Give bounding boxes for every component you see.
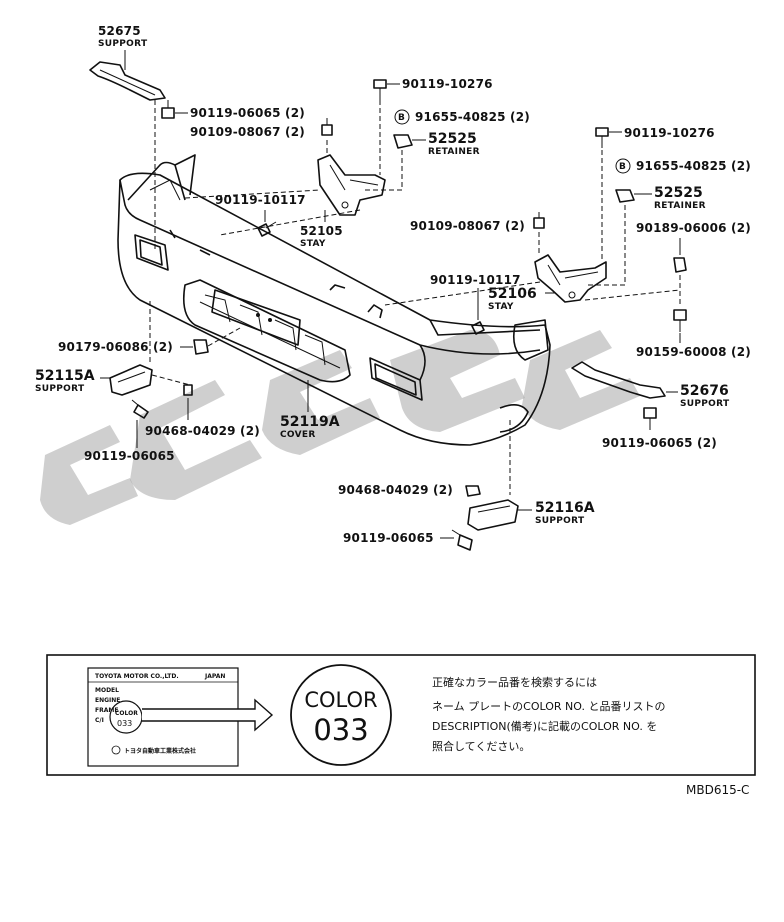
- note-line-1: 正確なカラー品番を検索するには: [432, 675, 597, 689]
- bolt-90119-10117-b: [471, 321, 485, 335]
- nameplate-field-model: MODEL: [95, 687, 119, 694]
- label-90119-06065-bottom: 90119-06065: [343, 531, 434, 545]
- figure-code: MBD615-C: [686, 783, 749, 797]
- label-90468-04029-left: 90468-04029 (2): [145, 424, 260, 438]
- bolt-90119-06065-left: [131, 399, 149, 419]
- retainer-52525-a: [393, 134, 413, 149]
- label-90159-60008: 90159-60008 (2): [636, 345, 751, 359]
- label-90109-08067-top: 90109-08067 (2): [190, 125, 305, 139]
- toyota-logo-icon: [111, 745, 121, 755]
- bolt-marker-b-b: [615, 158, 631, 174]
- bolt-90119-06065-bottom: [451, 529, 473, 551]
- nameplate-field-ci: C/I: [95, 717, 104, 724]
- stay-52106: [534, 254, 607, 303]
- bolt-90119-06065-top: [161, 100, 175, 119]
- label-52105: 52105: [300, 224, 343, 238]
- nameplate-country: JAPAN: [204, 673, 225, 680]
- arrow-icon: [142, 698, 274, 732]
- label-52119A-name: COVER: [280, 430, 316, 440]
- label-52675: 52675: [98, 24, 141, 38]
- bolt-marker-b-a-text: B: [398, 113, 405, 123]
- bolt-90119-06065-right: [643, 407, 657, 430]
- color-badge-label: COLOR: [304, 688, 377, 712]
- label-90119-10117-b: 90119-10117: [430, 273, 521, 287]
- label-90119-06065-right: 90119-06065 (2): [602, 436, 717, 450]
- nameplate-color-circle: [109, 700, 143, 734]
- stay-52105: [317, 154, 386, 216]
- nameplate-maker: TOYOTA MOTOR CO.,LTD.: [95, 673, 179, 680]
- support-52675: [89, 61, 166, 101]
- color-note-box: [46, 654, 756, 776]
- label-90119-06065-left: 90119-06065: [84, 449, 175, 463]
- bolt-90119-10276-a: [373, 79, 387, 100]
- label-52525-a-name: RETAINER: [428, 147, 480, 157]
- name-plate: TOYOTA MOTOR CO.,LTD. JAPAN MODEL ENGINE…: [87, 667, 239, 767]
- label-52106: 52106: [488, 286, 537, 302]
- label-52525-b-name: RETAINER: [654, 201, 706, 211]
- color-badge-code: 033: [313, 713, 368, 747]
- clip-90468-04029-bottom: [465, 485, 481, 497]
- label-52105-name: STAY: [300, 239, 326, 249]
- label-90119-10276-a: 90119-10276: [402, 77, 493, 91]
- label-52106-name: STAY: [488, 302, 514, 312]
- nameplate-field-frame: FRAME: [95, 707, 118, 714]
- note-line-2: ネーム プレートのCOLOR NO. と品番リストの: [432, 700, 665, 713]
- label-52676-name: SUPPORT: [680, 399, 730, 409]
- nameplate-footer: トヨタ自動車工業株式会社: [124, 747, 196, 755]
- label-90119-10117-a: 90119-10117: [215, 193, 306, 207]
- label-52675-name: SUPPORT: [98, 39, 148, 49]
- label-91655-40825-a: 91655-40825 (2): [415, 110, 530, 124]
- label-52676: 52676: [680, 383, 729, 399]
- support-52676: [571, 361, 666, 399]
- note-line-3: DESCRIPTION(備考)に記載のCOLOR NO. を: [432, 719, 657, 733]
- label-90468-04029-bottom: 90468-04029 (2): [338, 483, 453, 497]
- label-52115A-name: SUPPORT: [35, 384, 85, 394]
- nameplate-field-engine: ENGINE: [95, 697, 120, 704]
- label-52115A: 52115A: [35, 368, 95, 384]
- retainer-52525-b: [615, 189, 635, 203]
- nut-90189-06006: [673, 257, 687, 273]
- label-52116A: 52116A: [535, 500, 595, 516]
- label-90109-08067-right: 90109-08067 (2): [410, 219, 525, 233]
- bolt-90159-60008: [673, 309, 687, 332]
- bolt-90109-08067-top: [321, 118, 333, 136]
- label-90119-06065-top: 90119-06065 (2): [190, 106, 305, 120]
- bolt-marker-b-a: [394, 109, 410, 125]
- label-91655-40825-b: 91655-40825 (2): [636, 159, 751, 173]
- bolt-marker-b-b-text: B: [619, 162, 626, 172]
- support-52115A: [109, 364, 153, 396]
- color-badge: COLOR 033: [290, 664, 392, 766]
- bolt-90119-10117-a: [257, 221, 277, 237]
- nut-90179-06086: [193, 339, 209, 355]
- bolt-90119-10276-b: [595, 127, 609, 148]
- nameplate-color-label: COLOR: [115, 710, 138, 717]
- label-90179-06086: 90179-06086 (2): [58, 340, 173, 354]
- clip-90468-04029-left: [183, 384, 193, 396]
- label-52525-a: 52525: [428, 131, 477, 147]
- label-52116A-name: SUPPORT: [535, 516, 585, 526]
- label-52525-b: 52525: [654, 185, 703, 201]
- note-line-4: 照合してください。: [432, 739, 530, 753]
- bumper-cover-52119A: [117, 154, 551, 446]
- support-52116A: [467, 499, 519, 531]
- label-52119A: 52119A: [280, 414, 340, 430]
- bolt-90109-08067-right: [533, 212, 545, 229]
- label-90119-10276-b: 90119-10276: [624, 126, 715, 140]
- label-90189-06006: 90189-06006 (2): [636, 221, 751, 235]
- nameplate-color-code: 033: [117, 719, 132, 728]
